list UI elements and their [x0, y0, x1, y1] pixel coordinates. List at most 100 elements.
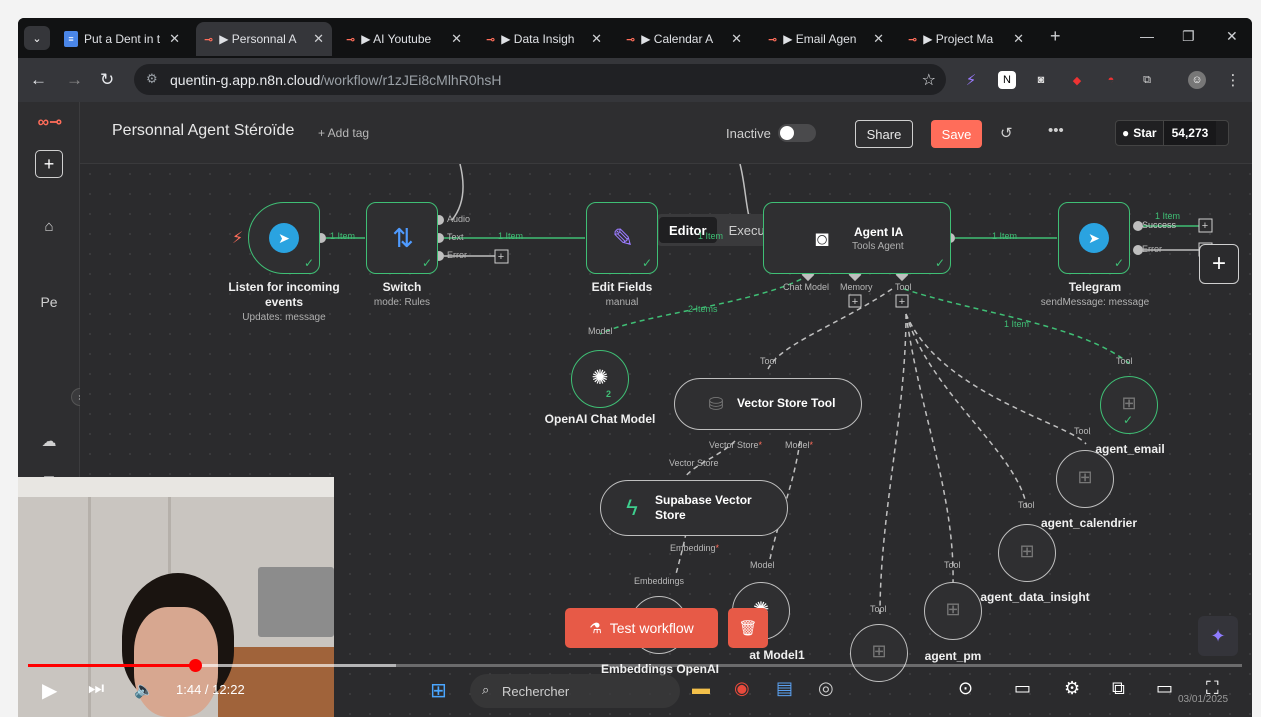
windows-start-icon[interactable]: ⊞: [430, 680, 447, 702]
browser-tab[interactable]: ⊸ ▶ Data Insigh ✕: [486, 31, 602, 46]
tab-search-button[interactable]: ⌄: [24, 26, 50, 50]
file-explorer-icon[interactable]: ▬: [692, 678, 710, 698]
fullscreen-icon[interactable]: ⛶: [1206, 678, 1219, 698]
miniplayer-icon[interactable]: ⧉: [1112, 678, 1125, 698]
bookmark-star-icon[interactable]: ☆: [921, 72, 936, 89]
close-window-icon[interactable]: ✕: [1226, 28, 1238, 44]
agent-data-insight-node[interactable]: ⊞: [998, 524, 1056, 582]
node-subtitle: manual: [605, 297, 639, 308]
play-icon[interactable]: ▶: [42, 680, 58, 702]
agent-calendrier-node[interactable]: ⊞: [1056, 450, 1114, 508]
profile-avatar[interactable]: ☺: [1188, 71, 1206, 89]
browser-tab-active[interactable]: ⊸ ▶ Personnal A ✕: [196, 22, 332, 56]
cube-extension-icon[interactable]: ◆: [1072, 74, 1082, 87]
back-icon[interactable]: ←: [30, 70, 47, 89]
close-tab-icon[interactable]: ✕: [313, 31, 324, 46]
test-workflow-button[interactable]: ⚗ Test workflow: [565, 608, 718, 648]
save-button[interactable]: Save: [931, 120, 982, 148]
agent-email-node[interactable]: ⊞ ✓: [1100, 376, 1158, 434]
home-icon[interactable]: ⌂: [44, 218, 54, 235]
close-tab-icon[interactable]: ✕: [169, 31, 180, 46]
chrome-icon[interactable]: ◉: [734, 678, 750, 698]
cloud-icon[interactable]: ☁: [41, 433, 57, 450]
theater-mode-icon[interactable]: ▭: [1156, 678, 1174, 698]
agent-ia-node[interactable]: ◙ Agent IA Tools Agent ✓: [763, 202, 951, 274]
add-tag-button[interactable]: + Add tag: [318, 126, 370, 140]
autoplay-toggle[interactable]: ⊙: [958, 678, 974, 698]
sparkle-icon: ✦: [1210, 625, 1226, 646]
supabase-icon: ϟ: [626, 495, 638, 520]
github-star-button[interactable]: ●Star 54,273: [1115, 120, 1229, 146]
delete-execution-button[interactable]: 🗑: [728, 608, 768, 648]
browser-tab[interactable]: ⊸ ▶ Calendar A ✕: [626, 31, 742, 46]
screen: ⌄ ≡ Put a Dent in t ✕ ⊸ ▶ Personnal A ✕ …: [18, 18, 1252, 717]
workflow-title[interactable]: Personnal Agent Stéroïde: [112, 122, 295, 139]
project-avatar[interactable]: Pe: [40, 294, 58, 310]
video-scrubber[interactable]: [188, 659, 202, 672]
ai-assistant-button[interactable]: ✦: [1198, 616, 1238, 656]
robot-icon: ◙: [815, 226, 829, 251]
node-subtitle: mode: Rules: [373, 297, 431, 308]
notepad-icon[interactable]: ▤: [776, 678, 794, 698]
taskbar-search[interactable]: ⌕ Rechercher: [470, 674, 680, 708]
history-icon[interactable]: ↺: [1000, 125, 1013, 142]
telegram-node[interactable]: ➤ ✓: [1058, 202, 1130, 274]
site-settings-icon[interactable]: ⚙: [146, 71, 158, 86]
obs-icon[interactable]: ◎: [818, 678, 834, 698]
success-check-icon: ✓: [421, 256, 432, 270]
switch-node[interactable]: ⇅ ✓: [366, 202, 438, 274]
tab-editor[interactable]: Editor: [659, 217, 717, 243]
browser-tab[interactable]: ⊸ ▶ Email Agen ✕: [768, 31, 884, 46]
supabase-vector-store-node[interactable]: ϟ Supabase Vector Store: [600, 480, 788, 536]
input-label: Vector Store: [709, 440, 759, 450]
active-toggle[interactable]: [778, 124, 816, 142]
close-tab-icon[interactable]: ✕: [873, 31, 884, 46]
n8n-icon: ⊸: [204, 33, 214, 46]
close-tab-icon[interactable]: ✕: [731, 31, 742, 46]
browser-tab[interactable]: ≡ Put a Dent in t ✕: [56, 22, 188, 56]
new-tab-icon[interactable]: +: [1050, 26, 1061, 46]
output-label: Error: [447, 250, 467, 260]
vector-store-tool-node[interactable]: ⛁ Vector Store Tool: [674, 378, 862, 430]
notion-icon[interactable]: N: [998, 71, 1016, 89]
success-check-icon: ✓: [641, 256, 652, 270]
camera-extension-icon[interactable]: ◙: [1037, 74, 1045, 86]
telegram-trigger-node[interactable]: ➤ ✓: [248, 202, 320, 274]
edit-fields-node[interactable]: ✎ ✓: [586, 202, 658, 274]
restore-icon[interactable]: ❐: [1182, 28, 1195, 44]
browser-menu-icon[interactable]: ⋮: [1225, 72, 1241, 89]
volume-icon[interactable]: 🔈: [134, 682, 154, 699]
close-tab-icon[interactable]: ✕: [451, 31, 462, 46]
agent-pm-node[interactable]: ⊞: [924, 582, 982, 640]
subtitles-icon[interactable]: ▭: [1014, 678, 1032, 698]
add-workflow-button[interactable]: +: [35, 150, 63, 178]
close-tab-icon[interactable]: ✕: [591, 31, 602, 46]
workflow-tool-icon: ⊞: [1019, 540, 1035, 561]
svg-text:+: +: [1202, 220, 1208, 232]
input-label: Tool: [1018, 500, 1035, 510]
openai-chat-model-node[interactable]: ✺ 2: [571, 350, 629, 408]
minimize-icon[interactable]: —: [1140, 28, 1154, 44]
forward-icon[interactable]: →: [66, 70, 83, 89]
workflow-tool-icon: ⊞: [1121, 392, 1137, 413]
input-label: Model: [588, 326, 613, 336]
more-options-icon[interactable]: •••: [1048, 122, 1064, 139]
extension-lightning-icon[interactable]: ⚡: [965, 72, 977, 89]
close-tab-icon[interactable]: ✕: [1013, 31, 1024, 46]
extensions-puzzle-icon[interactable]: ⧉: [1143, 73, 1151, 86]
share-button[interactable]: Share: [855, 120, 913, 148]
add-node-button[interactable]: +: [1199, 244, 1239, 284]
address-bar[interactable]: ⚙ quentin-g.app.n8n.cloud/workflow/r1zJE…: [134, 64, 946, 95]
run-count-badge: 2: [606, 389, 612, 399]
next-icon[interactable]: ⏭: [88, 678, 105, 698]
browser-tab[interactable]: ⊸ ▶ AI Youtube ✕: [346, 31, 462, 46]
reload-icon[interactable]: ↻: [100, 70, 115, 89]
workflow-tool-icon: ⊞: [945, 598, 961, 619]
browser-tab[interactable]: ⊸ ▶ Project Ma ✕: [908, 31, 1024, 46]
settings-gear-icon[interactable]: ⚙: [1064, 678, 1081, 698]
pokeball-extension-icon[interactable]: ◓: [1107, 74, 1115, 86]
node-title: Embeddings OpenAI: [600, 662, 719, 676]
agent-tool-node[interactable]: ⊞: [850, 624, 908, 682]
n8n-logo[interactable]: ∞⊸: [37, 114, 63, 131]
video-progress-track[interactable]: [28, 664, 1242, 667]
